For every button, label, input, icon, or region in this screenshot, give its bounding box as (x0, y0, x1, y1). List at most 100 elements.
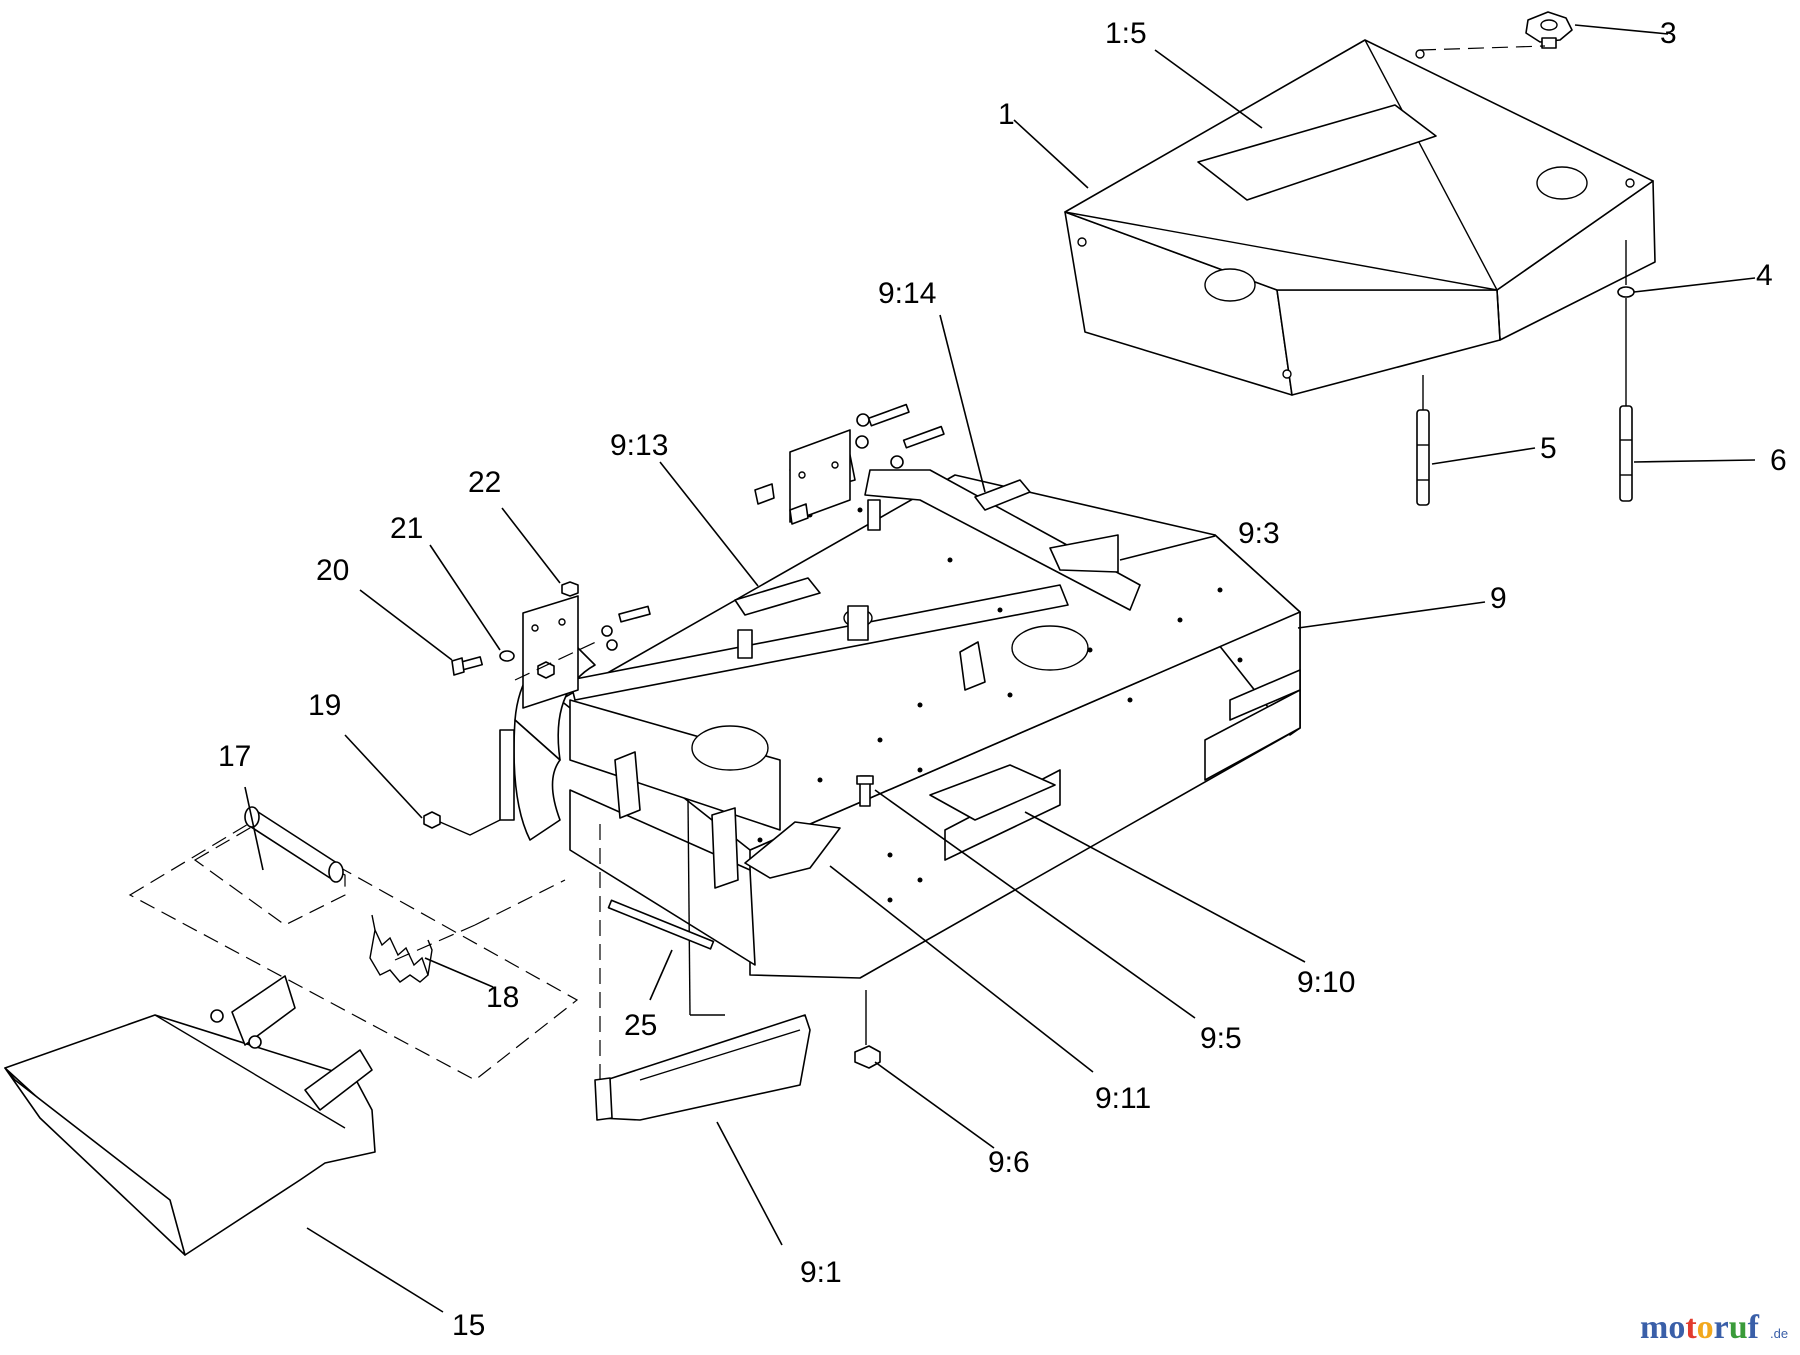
leader-17 (244, 786, 264, 871)
deflector-bolt (248, 1035, 262, 1049)
leader-9-6 (874, 1061, 995, 1149)
cover-assembly (1064, 39, 1656, 396)
callout-9-6: 9:6 (988, 1146, 1030, 1179)
left-bracket-assembly (451, 581, 651, 709)
pin-part-5 (1416, 375, 1430, 506)
leader-15 (306, 1227, 444, 1313)
cover-hole-right (1536, 166, 1588, 200)
callout-3: 3 (1660, 17, 1677, 50)
leader-9-14 (939, 314, 986, 493)
callout-20: 20 (316, 554, 349, 587)
cover-decal (1197, 104, 1437, 201)
spring-part-18 (369, 914, 433, 983)
leader-3 (1574, 24, 1669, 35)
deck-spindle-hole-left (691, 725, 769, 771)
deflector-hinge-2 (304, 1049, 373, 1111)
cover-edge (1496, 289, 1501, 341)
deck-post (867, 499, 881, 531)
callout-21: 21 (390, 512, 423, 545)
nut-part-9-6 (854, 1045, 881, 1069)
cover-screw-hole (1077, 237, 1087, 247)
callout-19: 19 (308, 689, 341, 722)
leader-20 (359, 589, 453, 661)
cover-screw-hole (1415, 49, 1425, 59)
callout-9-13: 9:13 (610, 429, 668, 462)
deck-flap-911 (744, 821, 841, 879)
watermark-text: motoruf (1640, 1309, 1760, 1346)
nut-part-19 (423, 811, 441, 829)
callout-1-5: 1:5 (1105, 17, 1147, 50)
callout-9-10: 9:10 (1297, 966, 1355, 999)
leader-5 (1431, 447, 1536, 465)
leader-9-5 (874, 789, 1196, 1019)
deck-pivot-rod (499, 729, 515, 821)
knob-part-3 (1525, 11, 1573, 49)
cover-ridge-right (1364, 39, 1498, 291)
leader-9-10 (1024, 811, 1306, 963)
nut-19-guide (439, 819, 501, 836)
callout-4: 4 (1756, 259, 1773, 292)
callout-17: 17 (218, 740, 251, 773)
leader-9-3 (1119, 535, 1216, 561)
nut-lower (537, 661, 555, 679)
callout-labels: 1 1:5 3 4 5 6 9 9:1 9:3 9:5 9:6 9:10 9:1… (218, 17, 1787, 1342)
callout-9-5: 9:5 (1200, 1022, 1242, 1055)
deck-bracket (959, 641, 986, 691)
watermark-logo: motoruf .de (1640, 1309, 1788, 1346)
callout-9-1: 9:1 (800, 1256, 842, 1289)
deflector-hinge (231, 975, 296, 1046)
callout-9-11: 9:11 (1095, 1082, 1151, 1115)
deck-bracket-3 (711, 807, 739, 889)
leader-18 (424, 957, 494, 988)
callout-5: 5 (1540, 432, 1557, 465)
deck-decal-910 (929, 764, 1056, 821)
watermark-suffix: .de (1770, 1326, 1788, 1341)
callout-18: 18 (486, 981, 519, 1014)
leader-21 (429, 544, 501, 651)
deflector-part-15 (4, 975, 376, 1256)
deck-spindle-hole-right (1011, 625, 1089, 671)
leader-1-5 (1154, 49, 1263, 129)
deck-post (737, 629, 753, 659)
roller-part-17 (244, 806, 344, 883)
deck-skirt (1204, 689, 1301, 781)
leader-9 (1297, 601, 1486, 629)
washer-part-21 (499, 650, 515, 662)
callout-9-3: 9:3 (1238, 517, 1280, 550)
bolt-head (856, 775, 874, 785)
leader-9-11 (829, 865, 1094, 1073)
bracket-9-1-rod (687, 799, 691, 1016)
cover-screw-hole (1625, 178, 1635, 188)
deck-lower-bar (569, 789, 756, 966)
deck-decal-913 (734, 577, 821, 616)
leader-1 (1013, 119, 1089, 189)
cover-side-front (1276, 289, 1501, 396)
leader-9-1 (716, 1121, 783, 1246)
deck-decal-914 (974, 479, 1031, 511)
cover-screw-hole (1282, 369, 1292, 379)
deflector-bolt (210, 1009, 224, 1023)
deck-bar-upper (864, 469, 1141, 611)
bracket-guide (514, 639, 601, 681)
callout-22: 22 (468, 466, 501, 499)
leader-22 (501, 507, 561, 584)
deck-bracket-2 (614, 751, 641, 819)
deck-spindle (847, 605, 869, 641)
pin-part-6 (1619, 405, 1633, 502)
knob-alignment-line (1419, 45, 1546, 51)
leader-6 (1633, 459, 1756, 463)
callout-25: 25 (624, 1009, 657, 1042)
callout-1: 1 (998, 98, 1015, 131)
nut-part-22 (561, 581, 579, 597)
deck-assembly (499, 454, 1301, 979)
bracket-9-1-end (594, 1077, 613, 1121)
cover-hole-left (1204, 268, 1256, 302)
callout-9-14: 9:14 (878, 277, 936, 310)
callout-9: 9 (1490, 582, 1507, 615)
bracket-9-1-edge (639, 1029, 801, 1081)
callout-6: 6 (1770, 444, 1787, 477)
bolt-head-20 (451, 657, 465, 676)
leader-9-13 (659, 461, 759, 587)
leader-4 (1633, 277, 1756, 293)
